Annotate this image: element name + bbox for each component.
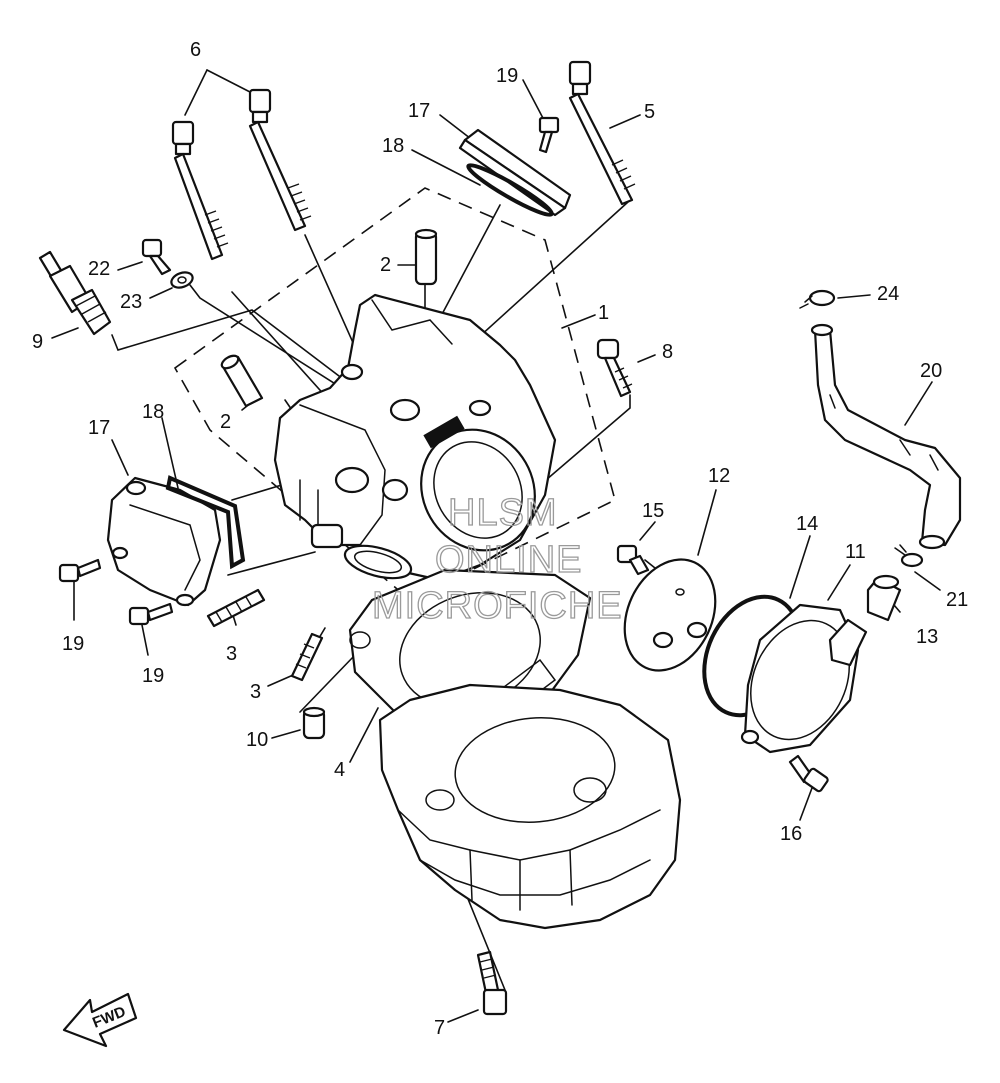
dowel-10 [302, 706, 326, 740]
clip-24 [799, 289, 836, 309]
callout-8: 8 [662, 341, 673, 363]
callout-23: 23 [120, 291, 142, 313]
callout-19-left-lower: 19 [142, 665, 164, 687]
dowel-pin-left [220, 354, 264, 408]
callout-13: 13 [916, 626, 938, 648]
thermostat-cover-11 [740, 603, 868, 754]
callout-5: 5 [644, 101, 655, 123]
clip-21 [894, 544, 924, 568]
callout-15: 15 [642, 500, 664, 522]
callout-9: 9 [32, 331, 43, 353]
callout-3-upper: 3 [226, 643, 237, 665]
callout-4: 4 [334, 759, 345, 781]
callout-2-upper: 2 [380, 254, 391, 276]
callout-20: 20 [920, 360, 942, 382]
head-bolt-right [248, 88, 312, 232]
fwd-indicator: FWD [62, 992, 138, 1048]
plate-12 [623, 558, 717, 672]
bolt-19-left-upper [58, 558, 102, 583]
dowel-pin-upper [414, 228, 438, 286]
callout-2-left: 2 [220, 411, 231, 433]
bolt-22 [141, 238, 172, 276]
watermark-line-3: MICROFICHE [372, 585, 623, 627]
assembly-outline [173, 187, 616, 601]
head-bolt-left [171, 120, 229, 261]
cylinder [378, 683, 682, 930]
callout-24: 24 [877, 283, 899, 305]
watermark-line-2: ONLINE [435, 539, 582, 581]
callout-labels: 6 19 5 17 18 2 1 22 23 9 8 2 17 18 12 15… [32, 39, 968, 1039]
callout-18-top: 18 [382, 135, 404, 157]
callout-3-lower: 3 [250, 681, 261, 703]
bolt-19-left-lower [128, 602, 174, 626]
callout-7: 7 [434, 1017, 445, 1039]
watermark-line-1: HLSM [448, 492, 558, 534]
hose-20 [810, 323, 962, 550]
arrow-left-down-icon [62, 992, 138, 1048]
washer-23 [170, 271, 194, 289]
spark-plug [38, 250, 112, 336]
callout-16: 16 [780, 823, 802, 845]
callout-12: 12 [708, 465, 730, 487]
callout-11: 11 [845, 541, 866, 563]
cylinder-head [273, 293, 557, 582]
bolt-15 [616, 544, 650, 576]
stud-3-upper [206, 588, 266, 628]
bolt-19-top [538, 116, 560, 154]
callout-17-side: 17 [88, 417, 110, 439]
callout-6: 6 [190, 39, 201, 61]
callout-17-top: 17 [408, 100, 430, 122]
callout-1: 1 [598, 302, 609, 324]
callout-22: 22 [88, 258, 110, 280]
callout-21: 21 [946, 589, 968, 611]
bolt-7 [476, 950, 508, 1016]
callout-14: 14 [796, 513, 818, 535]
head-bolt-front [568, 60, 636, 206]
callout-19-top: 19 [496, 65, 518, 87]
callout-18-side: 18 [142, 401, 164, 423]
callout-10: 10 [246, 729, 268, 751]
fitting-13 [866, 574, 902, 622]
tappet-cover-side [106, 475, 246, 607]
tappet-cover-top [458, 128, 572, 217]
bolt-16 [788, 754, 829, 793]
bolt-8 [596, 338, 633, 398]
stud-3-lower [290, 632, 324, 682]
watermark: HLSM ONLINE MICROFICHE [371, 491, 623, 627]
callout-19-left-upper: 19 [62, 633, 84, 655]
